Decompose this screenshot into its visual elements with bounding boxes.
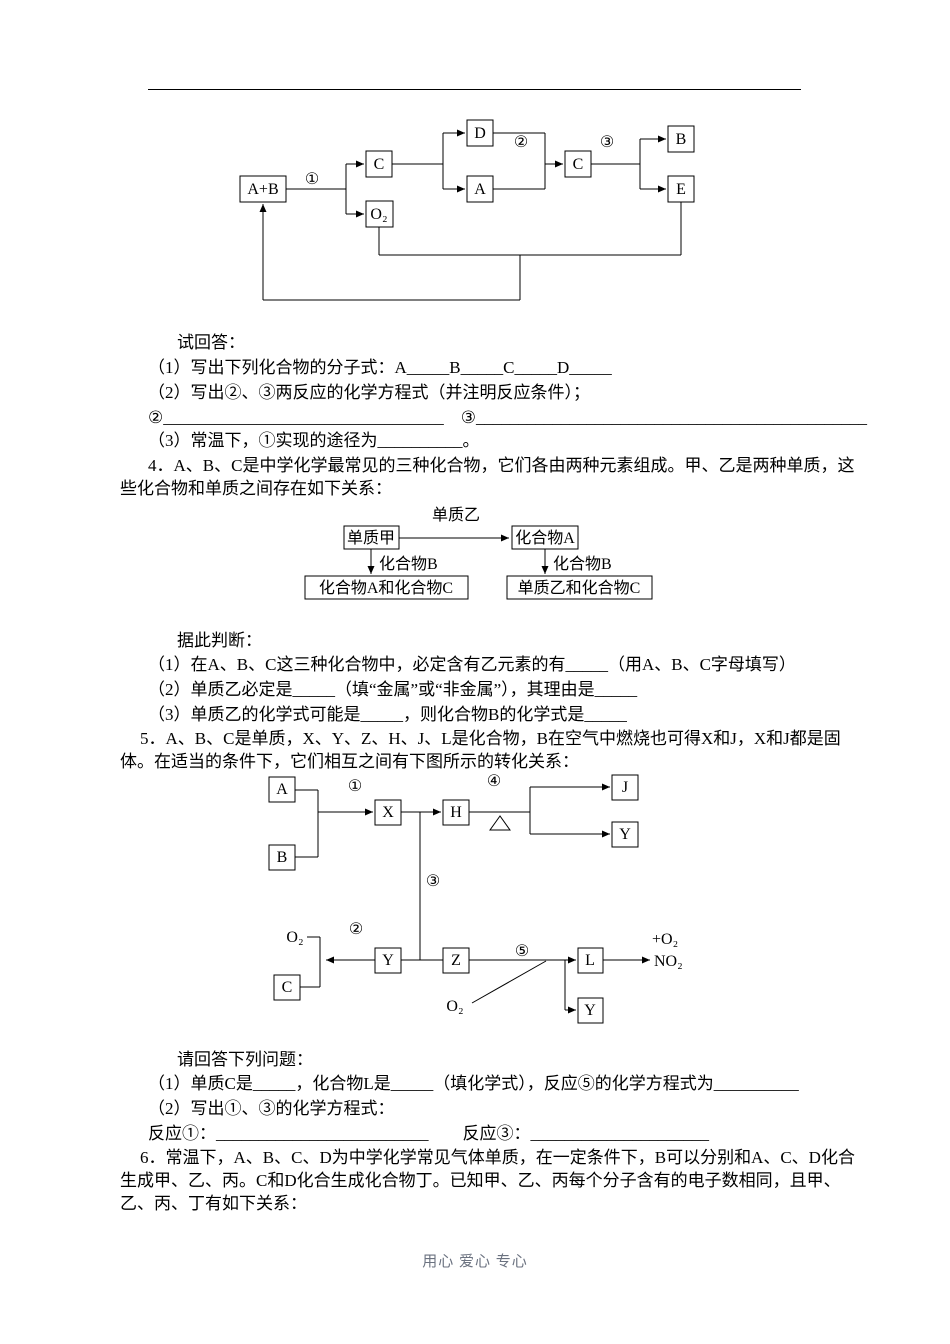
box-compound-y-left [374,947,402,974]
box-a-label: A [474,181,486,198]
reaction-3-label-d3: ③ [426,873,440,890]
reaction-2-label-d3: ② [349,921,363,938]
box-b-label: B [676,131,687,148]
box-compound-y-bottom-label: Y [584,1002,596,1019]
box-c-first-label: C [374,156,385,173]
box-compound-z [442,947,470,974]
box-a-plus-b [239,175,287,203]
box-compound-j [611,774,639,801]
header-rule [148,89,801,90]
question-4-part-3: （3）单质乙的化学式可能是_____，则化合物B的化学式是_____ [148,705,627,724]
connector-lines-3 [295,783,650,1014]
connector-lines-1 [259,129,682,301]
o2-reactant-bottom-label: O₂ [446,998,463,1015]
box-element-a-label: A [276,781,288,798]
box-o2-label: O₂ [370,206,387,223]
question-6-intro-line-3: 乙、丙、丁有如下关系： [120,1194,307,1213]
heat-triangle-symbol [489,815,511,831]
box-compound-x [374,799,402,826]
question-3-blanks: ②_________________________________ ③____… [148,408,867,427]
box-compound-a [511,525,579,550]
box-o2 [365,200,394,228]
question-5-intro-line-2: 体。在适当的条件下，它们相互之间有下图所示的转化关系： [120,752,579,771]
box-c-second [564,150,592,178]
box-c-first [365,150,393,178]
down-arrow-2-label: 化合物B [553,555,612,573]
question-4-intro-line-1: 4．A、B、C是中学化学最常见的三种化合物，它们各由两种元素组成。甲、乙是两种单… [148,456,855,475]
arrow-top-label: 单质乙 [432,506,480,524]
box-element-yi-and-compound-c-label: 单质乙和化合物C [518,579,641,597]
box-compound-l [577,947,604,974]
box-element-b [268,844,296,871]
box-compound-y-top-label: Y [619,826,631,843]
question-4-intro-line-2: 些化合物和单质之间存在如下关系： [120,479,392,498]
plus-o2-label: +O₂ [652,931,678,948]
box-element-a [268,776,296,803]
question-5-part-1: （1）单质C是_____，化合物L是_____（填化学式），反应⑤的化学方程式为… [148,1074,799,1093]
down-arrow-1-label: 化合物B [379,555,438,573]
box-element-jia-label: 单质甲 [347,529,395,547]
box-compound-l-label: L [585,952,595,969]
box-compound-j-label: J [622,779,628,796]
box-e [667,175,695,203]
conversion-relation-diagram: A B X H J Y Y Z C L Y ① ④ ③ ② ⑤ O₂ O₂ +O… [268,773,683,1024]
box-compound-z-label: Z [451,952,461,969]
box-element-b-label: B [277,849,288,866]
question-6-intro-line-2: 生成甲、乙、丙。C和D化合生成化合物丁。已知甲、乙、丙每个分子含有的电子数相同，… [120,1171,841,1190]
box-element-jia [343,525,400,550]
box-compound-y-left-label: Y [382,952,394,969]
box-a [466,175,494,203]
box-element-yi-and-compound-c [506,575,653,600]
question-5-blanks: 反应①：_________________________ 反应③：______… [148,1124,709,1143]
reaction-flow-diagram-1: A+B C O₂ D A C B E ① ② ③ [239,119,695,301]
box-compound-y-bottom [577,997,604,1024]
question-3-part-3: （3）常温下，①实现的途径为__________。 [148,431,480,450]
question-5-intro-line-1: 5．A、B、C是单质，X、Y、Z、H、J、L是化合物，B在空气中燃烧也可得X和J… [140,729,841,748]
question-3-part-2: （2）写出②、③两反应的化学方程式（并注明反应条件）； [148,383,590,402]
box-compound-a-and-c [304,575,469,600]
reaction-1-label: ① [305,171,319,188]
box-compound-x-label: X [382,804,394,821]
question-5-ask-prompt: 请回答下列问题： [177,1050,313,1069]
reaction-2-label: ② [514,134,528,151]
box-compound-h [442,799,470,826]
reaction-1-label-d3: ① [348,778,362,795]
question-6-intro-line-1: 6．常温下，A、B、C、D为中学化学常见气体单质，在一定条件下，B可以分别和A、… [140,1148,855,1167]
box-compound-y-top [611,821,639,848]
box-compound-h-label: H [450,804,462,821]
connector-lines-2 [367,534,549,574]
question-3-part-1: （1）写出下列化合物的分子式：A_____B_____C_____D_____ [148,358,612,377]
reaction-3-label: ③ [600,134,614,151]
box-c-second-label: C [573,156,584,173]
no2-product-label: NO₂ [654,953,683,970]
box-b [667,125,695,153]
box-element-c-label: C [282,979,293,996]
judge-prompt: 据此判断： [177,631,262,650]
question-4-part-1: （1）在A、B、C这三种化合物中，必定含有乙元素的有_____（用A、B、C字母… [148,655,796,674]
reaction-5-label-d3: ⑤ [515,943,529,960]
o2-reactant-left-label: O₂ [286,929,303,946]
box-e-label: E [676,181,686,198]
box-element-c [273,974,301,1001]
page-footer-motto: 用心 爱心 专心 [422,1254,528,1270]
answer-prompt: 试回答： [177,333,245,352]
box-a-plus-b-label: A+B [247,181,278,198]
reaction-4-label-d3: ④ [487,773,501,790]
substance-relation-diagram: 单质乙 单质甲 化合物A 化合物B 化合物B 化合物A和化合物C 单质乙和化合物… [304,506,653,600]
question-4-part-2: （2）单质乙必定是_____（填“金属”或“非金属”），其理由是_____ [148,680,638,699]
box-compound-a-label: 化合物A [515,529,575,547]
question-5-part-2: （2）写出①、③的化学方程式： [148,1099,395,1118]
box-compound-a-and-c-label: 化合物A和化合物C [319,579,453,597]
box-d-label: D [474,125,486,142]
box-d [466,119,494,147]
